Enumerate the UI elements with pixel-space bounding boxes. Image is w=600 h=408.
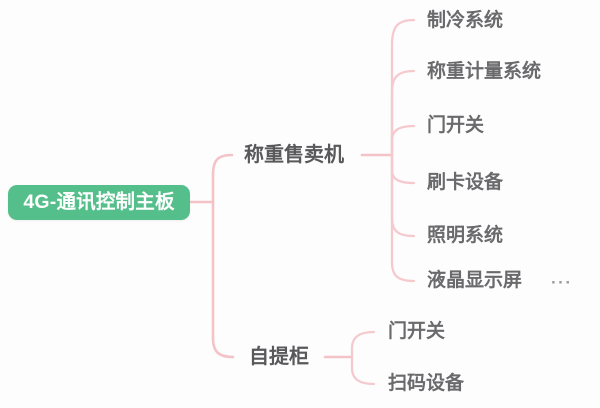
leaf-node-label: 门开关 <box>427 115 485 136</box>
root-node-label: 4G-通讯控制主板 <box>23 190 175 213</box>
branch-node-label: 自提柜 <box>249 346 309 368</box>
leaf-node-label: 照明系统 <box>427 225 504 246</box>
branch-node-weighing-vending-machine[interactable]: 称重售卖机 <box>244 145 344 165</box>
overflow-ellipsis: ··· <box>551 274 572 291</box>
leaf-node-label: 制冷系统 <box>427 10 504 31</box>
leaf-node-label: 刷卡设备 <box>427 172 504 193</box>
branch-node-self-pickup-cabinet[interactable]: 自提柜 <box>249 347 309 367</box>
overflow-ellipsis-label: ··· <box>551 273 573 292</box>
root-node[interactable]: 4G-通讯控制主板 <box>8 185 190 220</box>
leaf-node-label: 液晶显示屏 <box>427 270 523 291</box>
leaf-node-door-switch-cabinet[interactable]: 门开关 <box>388 322 445 341</box>
leaf-node-label: 扫码设备 <box>388 373 465 394</box>
leaf-node-label: 称重计量系统 <box>427 61 542 82</box>
edge-branch1-child-6 <box>390 153 416 283</box>
leaf-node-card-reader-device[interactable]: 刷卡设备 <box>427 173 503 192</box>
leaf-node-qr-scanner-device[interactable]: 扫码设备 <box>388 374 464 393</box>
edge-branch2-child-2 <box>350 355 376 386</box>
branch-node-label: 称重售卖机 <box>244 144 344 166</box>
edge-branch1-child-2 <box>390 69 416 157</box>
edge-root-to-branch-2 <box>211 200 235 359</box>
edge-branch1-child-4 <box>390 153 416 185</box>
edge-branch1-child-1 <box>390 18 416 157</box>
leaf-node-lcd-display-screen[interactable]: 液晶显示屏 <box>427 271 522 290</box>
leaf-node-label: 门开关 <box>388 321 446 342</box>
leaf-node-door-switch[interactable]: 门开关 <box>427 116 484 135</box>
edge-branch2-child-1 <box>350 330 376 359</box>
leaf-node-refrigeration-system[interactable]: 制冷系统 <box>427 11 503 30</box>
edge-root-to-branch-1 <box>211 153 234 204</box>
edge-branch1-child-5 <box>390 153 416 238</box>
edge-branch1-child-3 <box>390 124 416 157</box>
leaf-node-lighting-system[interactable]: 照明系统 <box>427 226 503 245</box>
leaf-node-weighing-metering-system[interactable]: 称重计量系统 <box>427 62 541 81</box>
